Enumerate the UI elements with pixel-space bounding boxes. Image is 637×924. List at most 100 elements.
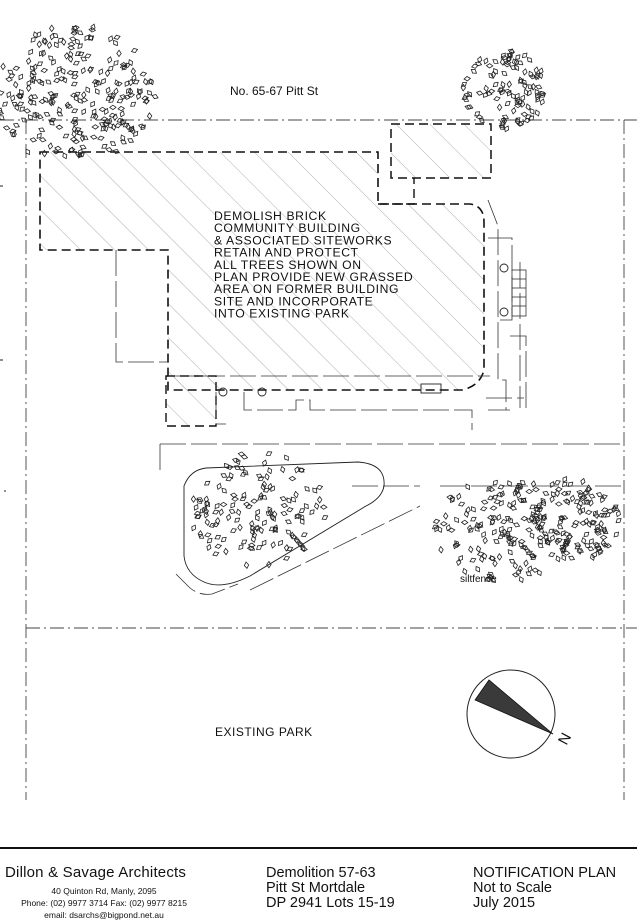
tree-leaf-mark: [500, 69, 509, 78]
tree-leaf-mark: [213, 533, 223, 542]
tree-leaf-mark: [586, 545, 595, 553]
tree-leaf-mark: [473, 564, 482, 574]
tree-leaf-mark: [239, 537, 249, 546]
tree-leaf-mark: [579, 520, 587, 526]
tree-leaf-mark: [533, 66, 540, 75]
tree-leaf-mark: [73, 49, 83, 58]
tree-leaf-mark: [23, 147, 32, 157]
tree-leaf-mark: [131, 78, 141, 86]
tree-leaf-mark: [126, 58, 135, 67]
tree-leaf-mark: [569, 494, 576, 503]
project-details: Demolition 57-63 Pitt St Mortdale DP 294…: [266, 866, 395, 911]
tree-leaf-mark: [229, 526, 238, 535]
tree-leaf-mark: [219, 471, 229, 480]
tree-leaf-mark: [35, 59, 45, 68]
tree-leaf-mark: [0, 62, 6, 71]
tree-leaf-mark: [555, 522, 565, 531]
tree-leaf-mark: [467, 545, 474, 554]
tree-leaf-mark: [447, 527, 456, 534]
tree-leaf-mark: [214, 543, 223, 550]
tree-leaf-mark: [60, 38, 67, 46]
tree-leaf-mark: [525, 488, 533, 495]
tree-leaf-mark: [36, 40, 43, 49]
tree-leaf-mark: [25, 57, 32, 66]
tree-leaf-mark: [228, 500, 237, 510]
tree-leaf-mark: [474, 60, 483, 68]
tree-leaf-mark: [126, 136, 135, 145]
tree-leaf-mark: [70, 106, 79, 115]
tree-leaf-mark: [547, 527, 556, 536]
tree-leaf-mark: [79, 107, 88, 116]
tree-leaf-mark: [438, 545, 444, 554]
building-footprint: [39, 151, 485, 391]
tree-leaf-mark: [587, 492, 597, 500]
demolish-note-line: AREA ON FORMER BUILDING: [214, 282, 399, 296]
tree-leaf-mark: [463, 482, 472, 492]
tree-leaf-mark: [111, 58, 121, 68]
tree-leaf-mark: [488, 518, 497, 527]
tree-leaf-mark: [432, 518, 441, 525]
tree-leaf-mark: [480, 498, 489, 506]
tree-leaf-mark: [72, 59, 81, 67]
tree-leaf-mark: [469, 505, 478, 514]
demolish-note-line: DEMOLISH BRICK: [214, 209, 327, 223]
tree-leaf-mark: [455, 492, 463, 501]
tree-leaf-mark: [496, 553, 503, 561]
tree-leaf-mark: [42, 110, 52, 119]
tree-leaf-mark: [55, 124, 64, 131]
tree-leaf-mark: [106, 34, 115, 44]
tree-leaf-mark: [475, 544, 482, 553]
tree-leaf-mark: [497, 524, 506, 534]
tree-leaf-mark: [146, 112, 153, 120]
tree-leaf-mark: [300, 530, 309, 539]
tree-leaf-mark: [112, 33, 122, 41]
tree-leaf-mark: [612, 530, 621, 539]
tree-leaf-mark: [464, 505, 472, 514]
tree-leaf-mark: [219, 535, 229, 544]
tree-leaf-mark: [285, 545, 295, 553]
tree-leaf-mark: [534, 83, 543, 91]
tree-leaf-mark: [232, 515, 242, 525]
tree-leaf-mark: [79, 66, 87, 75]
tree-leaf-mark: [111, 113, 119, 122]
tree-leaf-mark: [279, 495, 288, 503]
tree-leaf-mark: [564, 497, 572, 506]
tree-leaf-mark: [243, 561, 250, 570]
tree-leaf-mark: [444, 523, 452, 532]
tree-leaf-mark: [83, 85, 92, 94]
drawing-info: NOTIFICATION PLAN Not to Scale July 2015: [473, 866, 616, 911]
tree-leaf-mark: [229, 492, 238, 499]
tree-leaf-mark: [554, 554, 562, 564]
tree-leaf-mark: [614, 516, 623, 525]
demolish-note-line: COMMUNITY BUILDING: [214, 221, 361, 235]
tree-leaf-mark: [2, 124, 11, 132]
tree-leaf-mark: [253, 513, 262, 523]
tree-leaf-mark: [525, 55, 534, 65]
garden-bed: [183, 461, 385, 586]
tree-leaf-mark: [225, 513, 232, 522]
demolish-note-line: RETAIN AND PROTECT: [214, 246, 359, 260]
tree-leaf-mark: [479, 505, 488, 513]
tree-leaf-mark: [567, 554, 576, 562]
tree-leaf-mark: [93, 87, 102, 96]
tree-leaf-mark: [526, 69, 535, 79]
tree-leaf-mark: [29, 136, 38, 144]
tree-leaf-mark: [535, 568, 544, 577]
tree-leaf-mark: [579, 477, 587, 486]
tree-leaf-mark: [26, 47, 35, 57]
tree-leaf-mark: [320, 504, 328, 510]
tree-leaf-mark: [212, 501, 222, 511]
tree-leaf-mark: [250, 498, 258, 504]
tree-leaf-mark: [547, 550, 556, 559]
tree-leaf-mark: [292, 511, 302, 521]
tree-leaf-mark: [521, 67, 529, 76]
downpipes: [218, 263, 509, 397]
project-line-3: DP 2941 Lots 15-19: [266, 895, 395, 911]
tree-leaf-mark: [320, 513, 330, 522]
tree-leaf-mark: [553, 478, 562, 487]
tree-leaf-mark: [487, 486, 496, 493]
tree-leaf-mark: [285, 506, 295, 514]
tree-leaf-mark: [455, 558, 462, 567]
